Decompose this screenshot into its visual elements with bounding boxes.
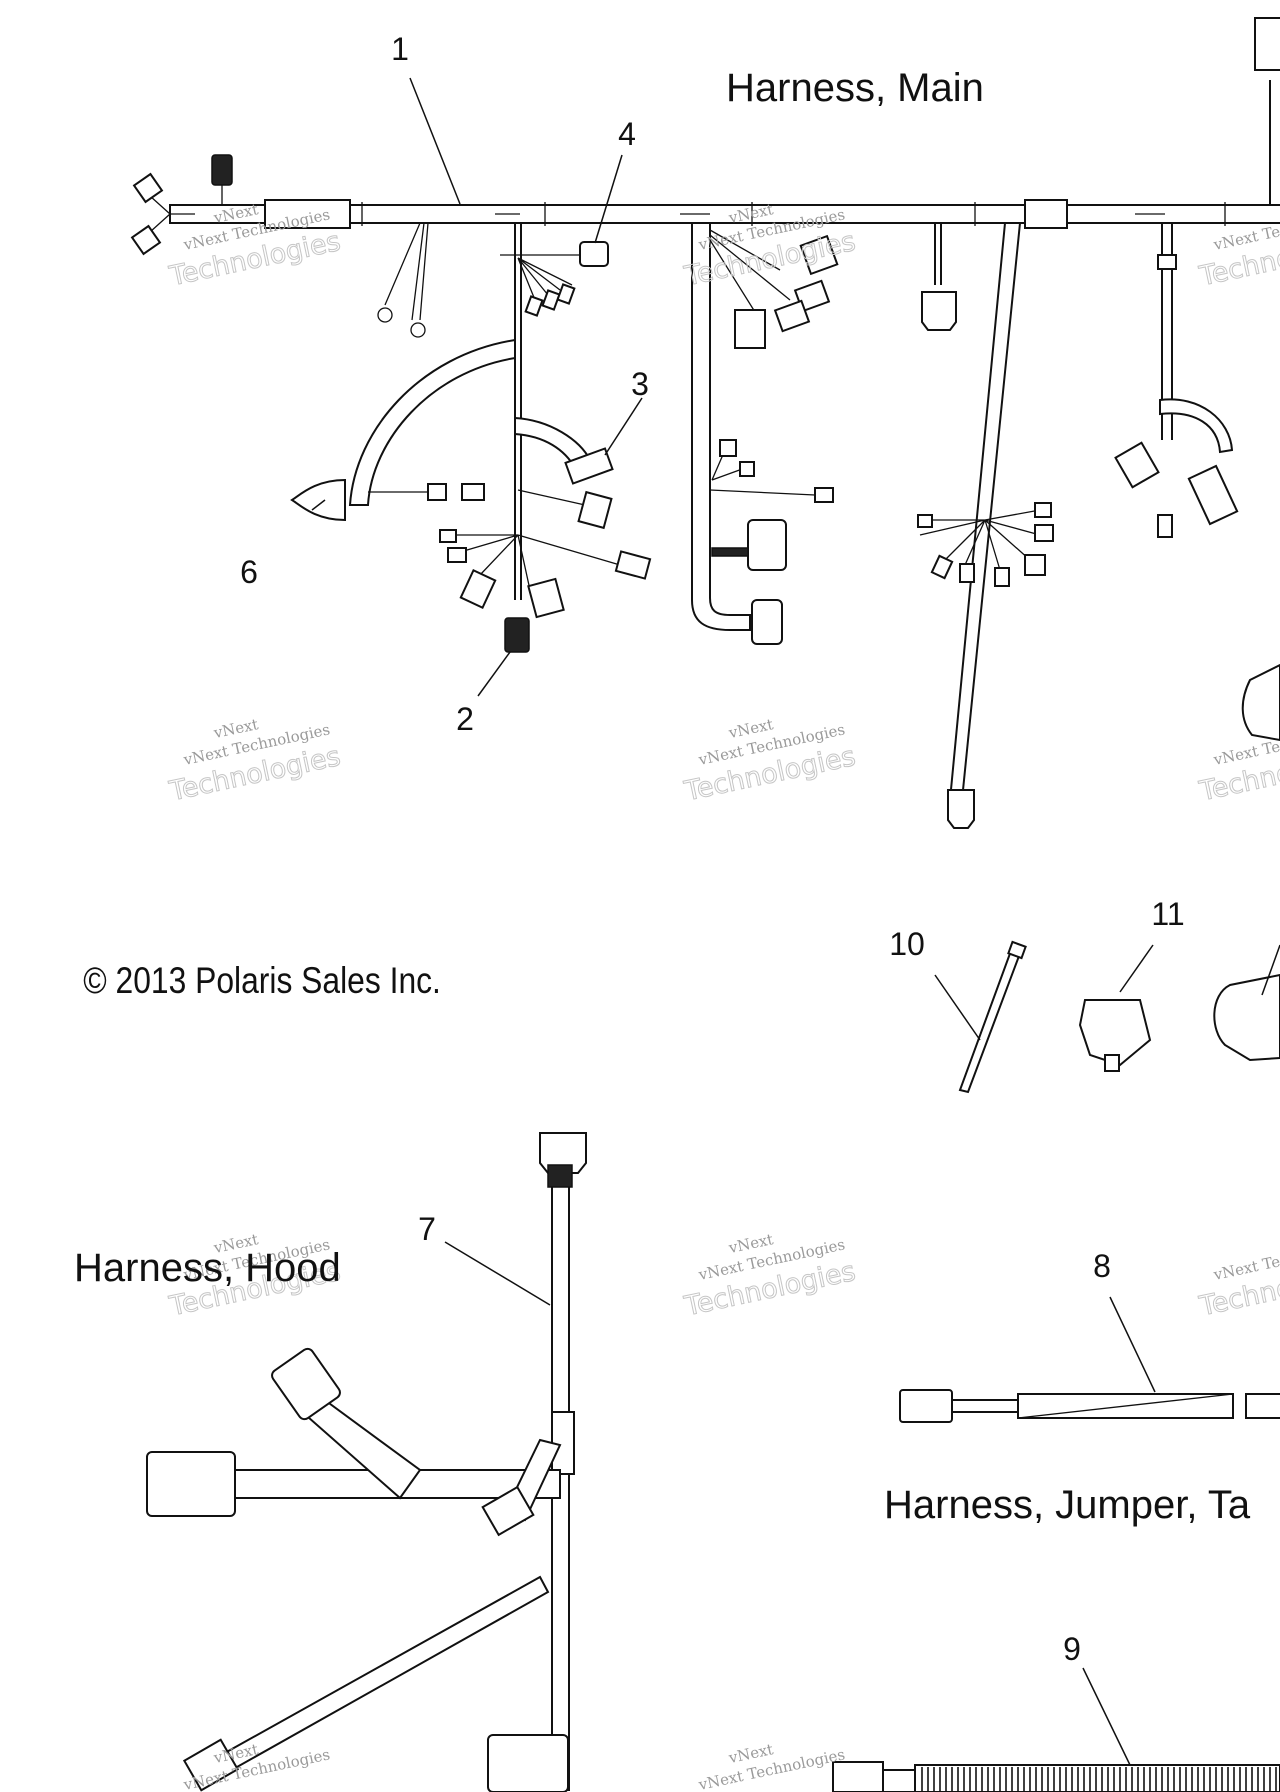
main-harness xyxy=(130,17,1280,829)
connector xyxy=(539,1132,587,1174)
sleeve xyxy=(348,338,516,506)
connector xyxy=(832,1761,884,1792)
connector xyxy=(1254,17,1280,71)
callout-4: 4 xyxy=(618,116,636,152)
connector xyxy=(211,154,233,186)
connector xyxy=(579,241,609,267)
grommet xyxy=(1241,663,1280,742)
connector xyxy=(271,1347,341,1421)
long-branch xyxy=(948,222,1022,801)
connector xyxy=(481,1485,535,1537)
connector xyxy=(734,309,766,349)
small-parts xyxy=(934,940,1280,1094)
title-harness-main: Harness, Main xyxy=(726,66,984,110)
callout-3: 3 xyxy=(631,366,649,402)
connector xyxy=(130,224,162,256)
callout-8: 8 xyxy=(1093,1248,1111,1284)
watermark: vNext Technologies vNext xyxy=(696,1740,846,1792)
connector xyxy=(577,490,613,530)
loom-ribs xyxy=(921,1767,1277,1792)
hood-harness xyxy=(146,1132,587,1792)
connector xyxy=(527,577,565,619)
trunk-sleeve xyxy=(264,199,351,229)
bulb xyxy=(290,478,346,522)
callout-11: 11 xyxy=(1151,896,1184,932)
callout-7: 7 xyxy=(418,1211,436,1247)
connector xyxy=(146,1451,236,1517)
watermark: vNext Technologies Technologies vNext xyxy=(681,715,859,808)
watermark: vNext Technologies Technologies vNext xyxy=(681,200,859,293)
trunk-sleeve xyxy=(1024,199,1068,229)
harness-9 xyxy=(832,1667,1280,1792)
callout-9: 9 xyxy=(1063,1631,1081,1667)
connector xyxy=(614,550,652,580)
connector xyxy=(751,599,783,645)
callout-10: 10 xyxy=(889,926,925,962)
jumper-harness xyxy=(899,1296,1280,1423)
branch-sleeve xyxy=(691,222,751,631)
watermark: vNext Technologies Technologies vNext xyxy=(681,1230,859,1323)
connector xyxy=(132,172,164,204)
title-harness-jumper: Harness, Jumper, Ta xyxy=(884,1483,1251,1527)
cable-tie xyxy=(958,947,1024,1094)
connector xyxy=(921,291,957,331)
connector xyxy=(459,569,497,609)
copyright-notice: © 2013 Polaris Sales Inc. xyxy=(83,961,441,1002)
connector xyxy=(487,1734,569,1792)
callout-1: 1 xyxy=(391,31,409,67)
connector xyxy=(1187,464,1239,526)
callout-2: 2 xyxy=(456,701,474,737)
title-harness-hood: Harness, Hood xyxy=(74,1246,341,1290)
connector xyxy=(747,519,787,571)
connector xyxy=(947,789,975,829)
connector xyxy=(182,1738,240,1792)
callout-6: 6 xyxy=(240,554,258,590)
watermark: vNext Technologies Technologies xyxy=(1196,1235,1280,1323)
watermark: vNext Technologies Technologies vNext xyxy=(166,715,344,808)
connector xyxy=(564,447,614,485)
clamp xyxy=(1213,973,1280,1062)
connector xyxy=(1114,441,1160,489)
connector xyxy=(899,1389,953,1423)
connector xyxy=(504,617,530,653)
